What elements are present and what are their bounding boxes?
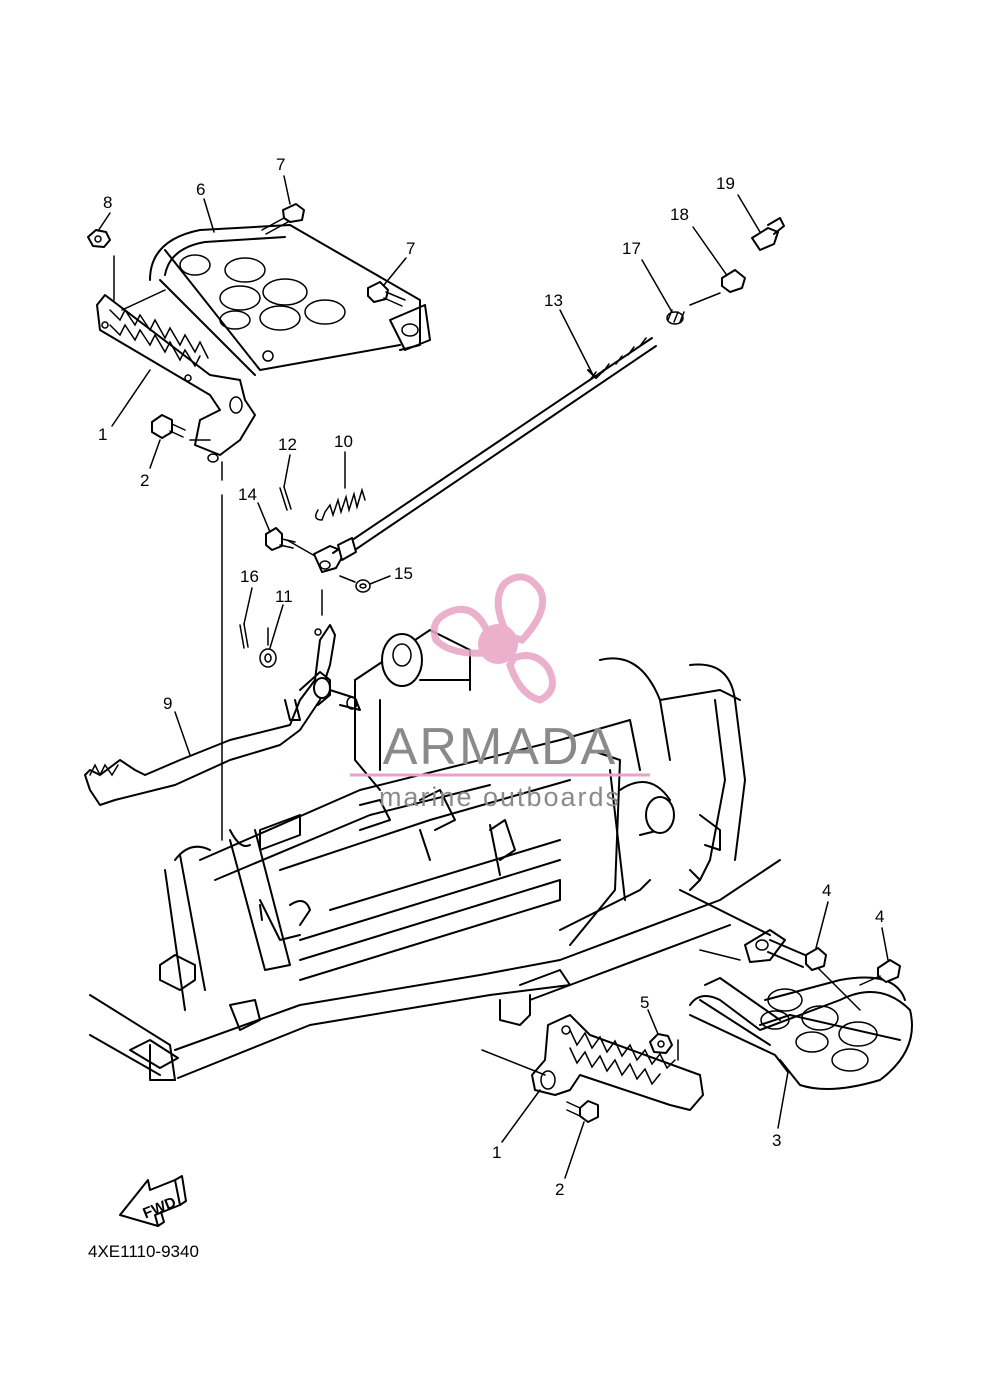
callout-18: 18 [670, 205, 689, 224]
callout-5: 5 [640, 993, 649, 1012]
pin-14 [265, 527, 283, 551]
bolt-7-top [282, 203, 305, 223]
cotter-pin-16 [239, 623, 249, 649]
callout-8: 8 [103, 193, 112, 212]
joint-18 [721, 269, 746, 293]
callout-11: 11 [275, 587, 293, 606]
propeller-icon [430, 573, 556, 704]
callout-6: 6 [196, 180, 205, 199]
callout-7-top: 7 [276, 155, 285, 174]
callout-17: 17 [622, 239, 641, 258]
callout-10: 10 [334, 432, 353, 451]
callout-13: 13 [544, 291, 563, 310]
fwd-label: FWD [141, 1194, 179, 1223]
callout-15: 15 [394, 564, 413, 583]
fwd-arrow: FWD [119, 1175, 187, 1227]
watermark-logo: ARMADA marine outboards [350, 573, 650, 812]
spring-10 [315, 487, 366, 521]
callout-9: 9 [163, 694, 172, 713]
nut-5 [649, 1033, 673, 1054]
guide-lines [113, 255, 741, 1061]
wing-pin-19 [751, 227, 779, 251]
callout-3: 3 [772, 1131, 781, 1150]
small-parts [87, 203, 785, 668]
washer-15 [355, 579, 371, 593]
callout-7-right: 7 [406, 239, 415, 258]
lower-footrest-assembly [531, 929, 913, 1123]
nut-8 [87, 229, 111, 248]
callout-4-left: 4 [822, 881, 831, 900]
vehicle-frame [89, 629, 781, 1081]
callout-2-upper: 2 [140, 471, 149, 490]
watermark-title: ARMADA [383, 718, 617, 776]
callout-12: 12 [278, 435, 297, 454]
brake-pedal [84, 624, 361, 806]
callout-labels: 1 1 2 2 3 4 4 5 6 7 7 8 9 10 11 12 13 14… [98, 155, 884, 1199]
callout-4-right: 4 [875, 907, 884, 926]
bolt-2-upper [151, 414, 173, 439]
callout-19: 19 [716, 174, 735, 193]
washer-11 [259, 648, 277, 668]
callout-14: 14 [238, 485, 257, 504]
bolt-2-lower [579, 1100, 599, 1123]
cotter-pin-12 [279, 486, 292, 511]
bolt-4-right [877, 959, 901, 983]
callout-1-upper: 1 [98, 425, 107, 444]
leader-lines [97, 175, 889, 1179]
part-code: 4XE1110-9340 [88, 1242, 199, 1261]
callout-1-lower: 1 [492, 1143, 501, 1162]
upper-footrest-assembly [96, 224, 431, 463]
callout-16: 16 [240, 567, 259, 586]
watermark-subtitle: marine outboards [379, 782, 621, 812]
callout-2-lower: 2 [555, 1180, 564, 1199]
bolt-4-left [805, 947, 827, 971]
brake-rod [332, 337, 657, 561]
